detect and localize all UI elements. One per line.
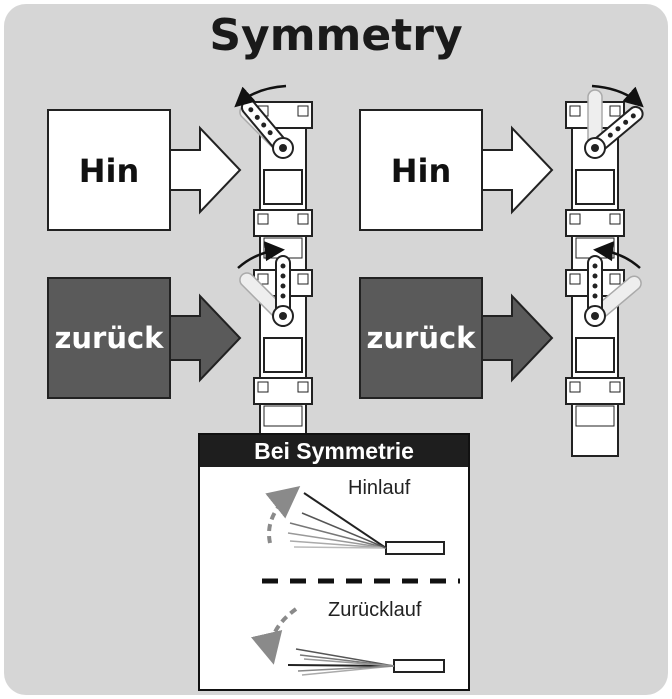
servo [565, 89, 644, 289]
panel-bottom-left: zurück [47, 241, 313, 457]
arrow [169, 125, 242, 215]
rotation-arrow [237, 241, 285, 269]
legend-box: Bei Symmetrie Hinlauf Zurücklauf [198, 433, 470, 691]
panel-label: zurück [367, 321, 477, 355]
return-label: Zurücklauf [328, 599, 422, 621]
panel-top-left: Hin [47, 84, 313, 289]
return-stroke [251, 607, 445, 676]
forward-stroke [265, 486, 445, 555]
rotation-arrow [593, 241, 641, 269]
panel-bottom-right: zurück [359, 241, 642, 457]
panel-label: Hin [79, 152, 140, 190]
panel-label: Hin [391, 152, 452, 190]
legend-heading: Bei Symmetrie [200, 435, 468, 467]
label-box [359, 109, 483, 231]
label-box [359, 277, 483, 399]
label-box [47, 109, 171, 231]
arrow [169, 293, 242, 383]
rotation-arrow [234, 84, 287, 108]
arrow [481, 125, 554, 215]
panel-top-right: Hin [359, 84, 644, 289]
panel-label: zurück [55, 321, 165, 355]
servo [239, 255, 313, 457]
arrow [481, 293, 554, 383]
rotation-arrow [591, 84, 644, 108]
page-title: Symmetry [209, 10, 463, 61]
servo [565, 255, 642, 457]
forward-label: Hinlauf [348, 477, 411, 499]
stroke-diagram [251, 486, 460, 676]
label-box [47, 277, 171, 399]
